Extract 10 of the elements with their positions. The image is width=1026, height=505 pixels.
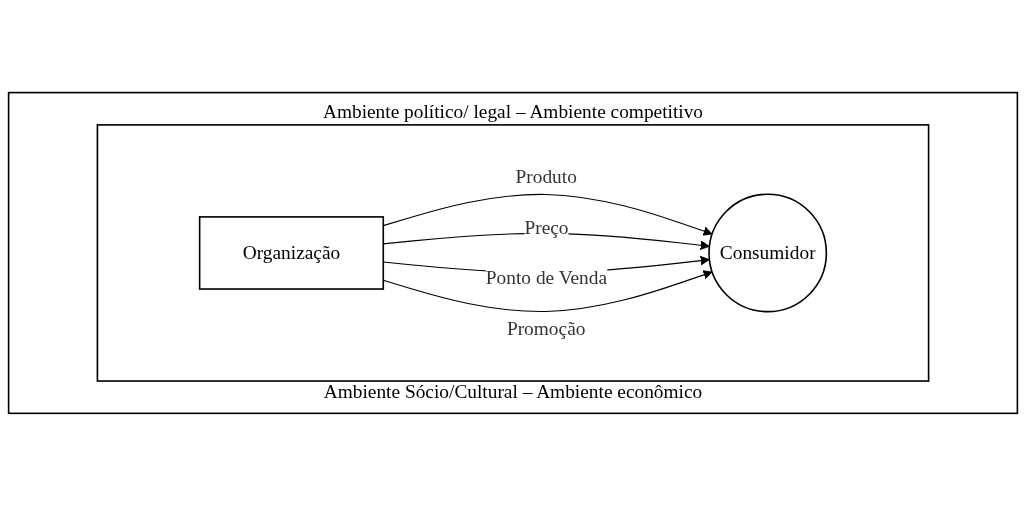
edge-label: Ponto de Venda — [485, 266, 608, 288]
footer-text: Ambiente Sócio/Cultural – Ambiente econômico — [323, 380, 703, 402]
node-box: Organização — [198, 215, 385, 290]
heading-text: Ambiente político/ legal – Ambiente competitivo — [322, 100, 704, 122]
cluster — [7, 91, 1019, 414]
node-circle: Consumidor — [708, 193, 828, 312]
cluster — [96, 123, 930, 382]
edge-label: Preço — [524, 215, 569, 238]
edge-label: Promoção — [506, 317, 586, 339]
edge-label: Produto — [515, 165, 577, 187]
